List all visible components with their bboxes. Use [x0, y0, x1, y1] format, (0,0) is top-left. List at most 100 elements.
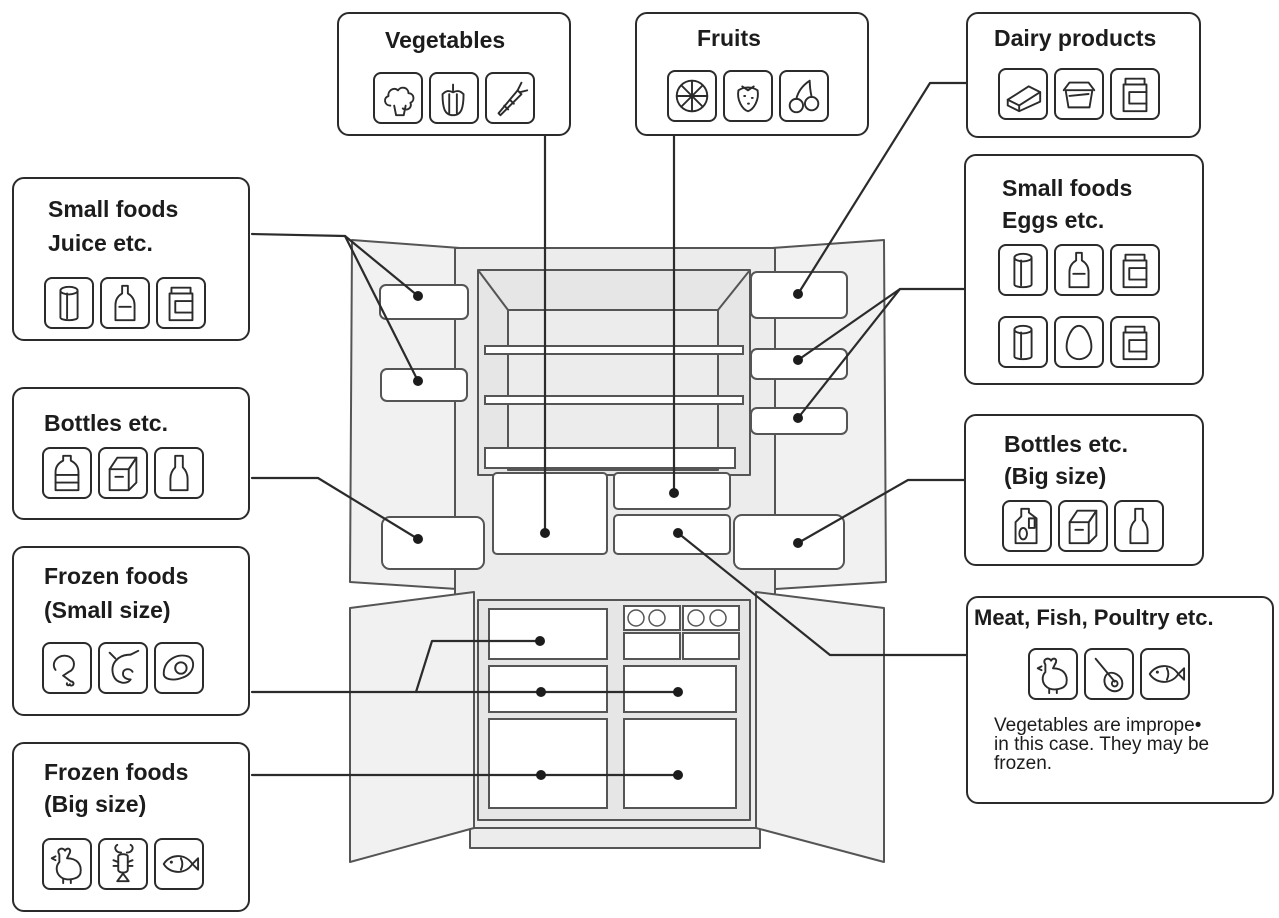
- icon-row: [42, 447, 204, 499]
- wine-bottle-icon: [1114, 500, 1164, 552]
- citrus-slice-icon: [667, 70, 717, 122]
- wine-bottle-icon: [154, 447, 204, 499]
- jar-icon: [1110, 244, 1160, 296]
- fish-steak-icon: [154, 642, 204, 694]
- leader-bottles-big: [796, 478, 968, 545]
- note-text: Vegetables are imprope• in this case. Th…: [994, 716, 1209, 773]
- icon-row: [998, 244, 1160, 296]
- icon-row: [667, 70, 829, 122]
- icon-row: [44, 277, 206, 329]
- freezer-ice-tray: [488, 608, 608, 660]
- box-title-line-2: (Big size): [1004, 463, 1107, 489]
- jar-icon: [1110, 68, 1160, 120]
- ice-maker-tray-1: [623, 605, 681, 631]
- sauce-bottle-icon: [100, 277, 150, 329]
- box-title-line-2: Juice etc.: [48, 230, 153, 256]
- milk-carton-icon: [98, 447, 148, 499]
- box-title: Dairy products: [994, 25, 1157, 51]
- box-title-line-2: (Big size): [44, 791, 147, 817]
- shrimp-icon: [98, 642, 148, 694]
- jar-icon: [156, 277, 206, 329]
- leader-bottles-left: [250, 476, 420, 541]
- freezer-drawer-left-mid: [488, 665, 608, 713]
- box-title-line-2: (Small size): [44, 597, 171, 623]
- cheese-icon: [998, 68, 1048, 120]
- water-bottle-icon: [42, 447, 92, 499]
- fish-icon: [1140, 648, 1190, 700]
- drawer-vegetables: [492, 472, 608, 555]
- box-title-line-1: Frozen foods: [44, 563, 189, 589]
- note-line-1: Vegetables are imprope•: [994, 715, 1202, 736]
- drumstick-icon: [42, 642, 92, 694]
- shelf-top: [484, 345, 744, 355]
- label-box-bottles-big-size: Bottles etc. (Big size): [964, 414, 1204, 566]
- left-door-pocket-1: [379, 284, 469, 320]
- egg-icon: [1054, 316, 1104, 368]
- strawberry-icon: [723, 70, 773, 122]
- box-title: Vegetables: [385, 27, 506, 53]
- can-icon: [998, 244, 1048, 296]
- note-line-2: in this case. They may be: [994, 734, 1210, 755]
- jar-icon: [1110, 316, 1160, 368]
- lobster-icon: [98, 838, 148, 890]
- sauce-bottle-icon: [1054, 244, 1104, 296]
- can-icon: [44, 277, 94, 329]
- butter-tub-icon: [1054, 68, 1104, 120]
- left-door-pocket-3: [381, 516, 485, 570]
- label-box-bottles: Bottles etc.: [12, 387, 250, 520]
- label-box-small-foods-juice: Small foods Juice etc.: [12, 177, 250, 341]
- freezer-drawer-right-big: [623, 718, 737, 809]
- leader-meat: [676, 531, 968, 657]
- ice-maker-bin-1: [623, 632, 681, 660]
- box-title-line-2: Eggs etc.: [1002, 207, 1105, 233]
- can-icon: [998, 316, 1048, 368]
- broccoli-icon: [373, 72, 423, 124]
- icon-row: [373, 72, 535, 124]
- box-title-line-1: Frozen foods: [44, 759, 189, 785]
- ham-icon: [1084, 648, 1134, 700]
- icon-row: [998, 316, 1160, 368]
- leader-frozen-small-2: [414, 639, 542, 694]
- icon-row: [42, 642, 204, 694]
- label-box-dairy-products: Dairy products: [966, 12, 1201, 138]
- chicken-icon: [1028, 648, 1078, 700]
- label-box-small-foods-eggs: Small foods Eggs etc.: [964, 154, 1204, 385]
- icon-row: [1028, 648, 1190, 700]
- right-lower-door: [755, 591, 885, 863]
- box-title-line-1: Small foods: [1002, 175, 1133, 201]
- left-door-pocket-2: [380, 368, 468, 402]
- label-box-frozen-foods-big: Frozen foods (Big size): [12, 742, 250, 912]
- fish-icon: [154, 838, 204, 890]
- shelf-middle: [484, 395, 744, 405]
- right-door-pocket-4: [733, 514, 845, 570]
- leader-small-juice-2: [343, 234, 420, 383]
- box-title: Bottles etc.: [44, 410, 168, 436]
- box-title-line-1: Bottles etc.: [1004, 431, 1128, 457]
- box-title: Meat, Fish, Poultry etc.: [974, 605, 1214, 630]
- left-lower-door: [349, 591, 475, 863]
- freezer-drawer-left-big: [488, 718, 608, 809]
- drawer-chilled: [613, 514, 731, 555]
- label-box-vegetables: Vegetables: [337, 12, 571, 136]
- box-title: Fruits: [697, 25, 761, 51]
- shelf-bottom: [484, 447, 736, 469]
- leader-dairy: [796, 81, 968, 296]
- icon-row: [998, 68, 1160, 120]
- jug-icon: [1002, 500, 1052, 552]
- label-box-meat-fish-poultry: Meat, Fish, Poultry etc. Vegetables are …: [966, 596, 1274, 804]
- bell-pepper-icon: [429, 72, 479, 124]
- carrot-icon: [485, 72, 535, 124]
- ice-maker-tray-2: [682, 605, 740, 631]
- milk-carton-icon: [1058, 500, 1108, 552]
- note-line-3: frozen.: [994, 753, 1053, 774]
- box-title-line-1: Small foods: [48, 196, 179, 222]
- label-box-fruits: Fruits: [635, 12, 869, 136]
- cherry-icon: [779, 70, 829, 122]
- leader-small-eggs-2: [796, 287, 902, 420]
- icon-row: [1002, 500, 1164, 552]
- label-box-frozen-foods-small: Frozen foods (Small size): [12, 546, 250, 716]
- icon-row: [42, 838, 204, 890]
- chicken-icon: [42, 838, 92, 890]
